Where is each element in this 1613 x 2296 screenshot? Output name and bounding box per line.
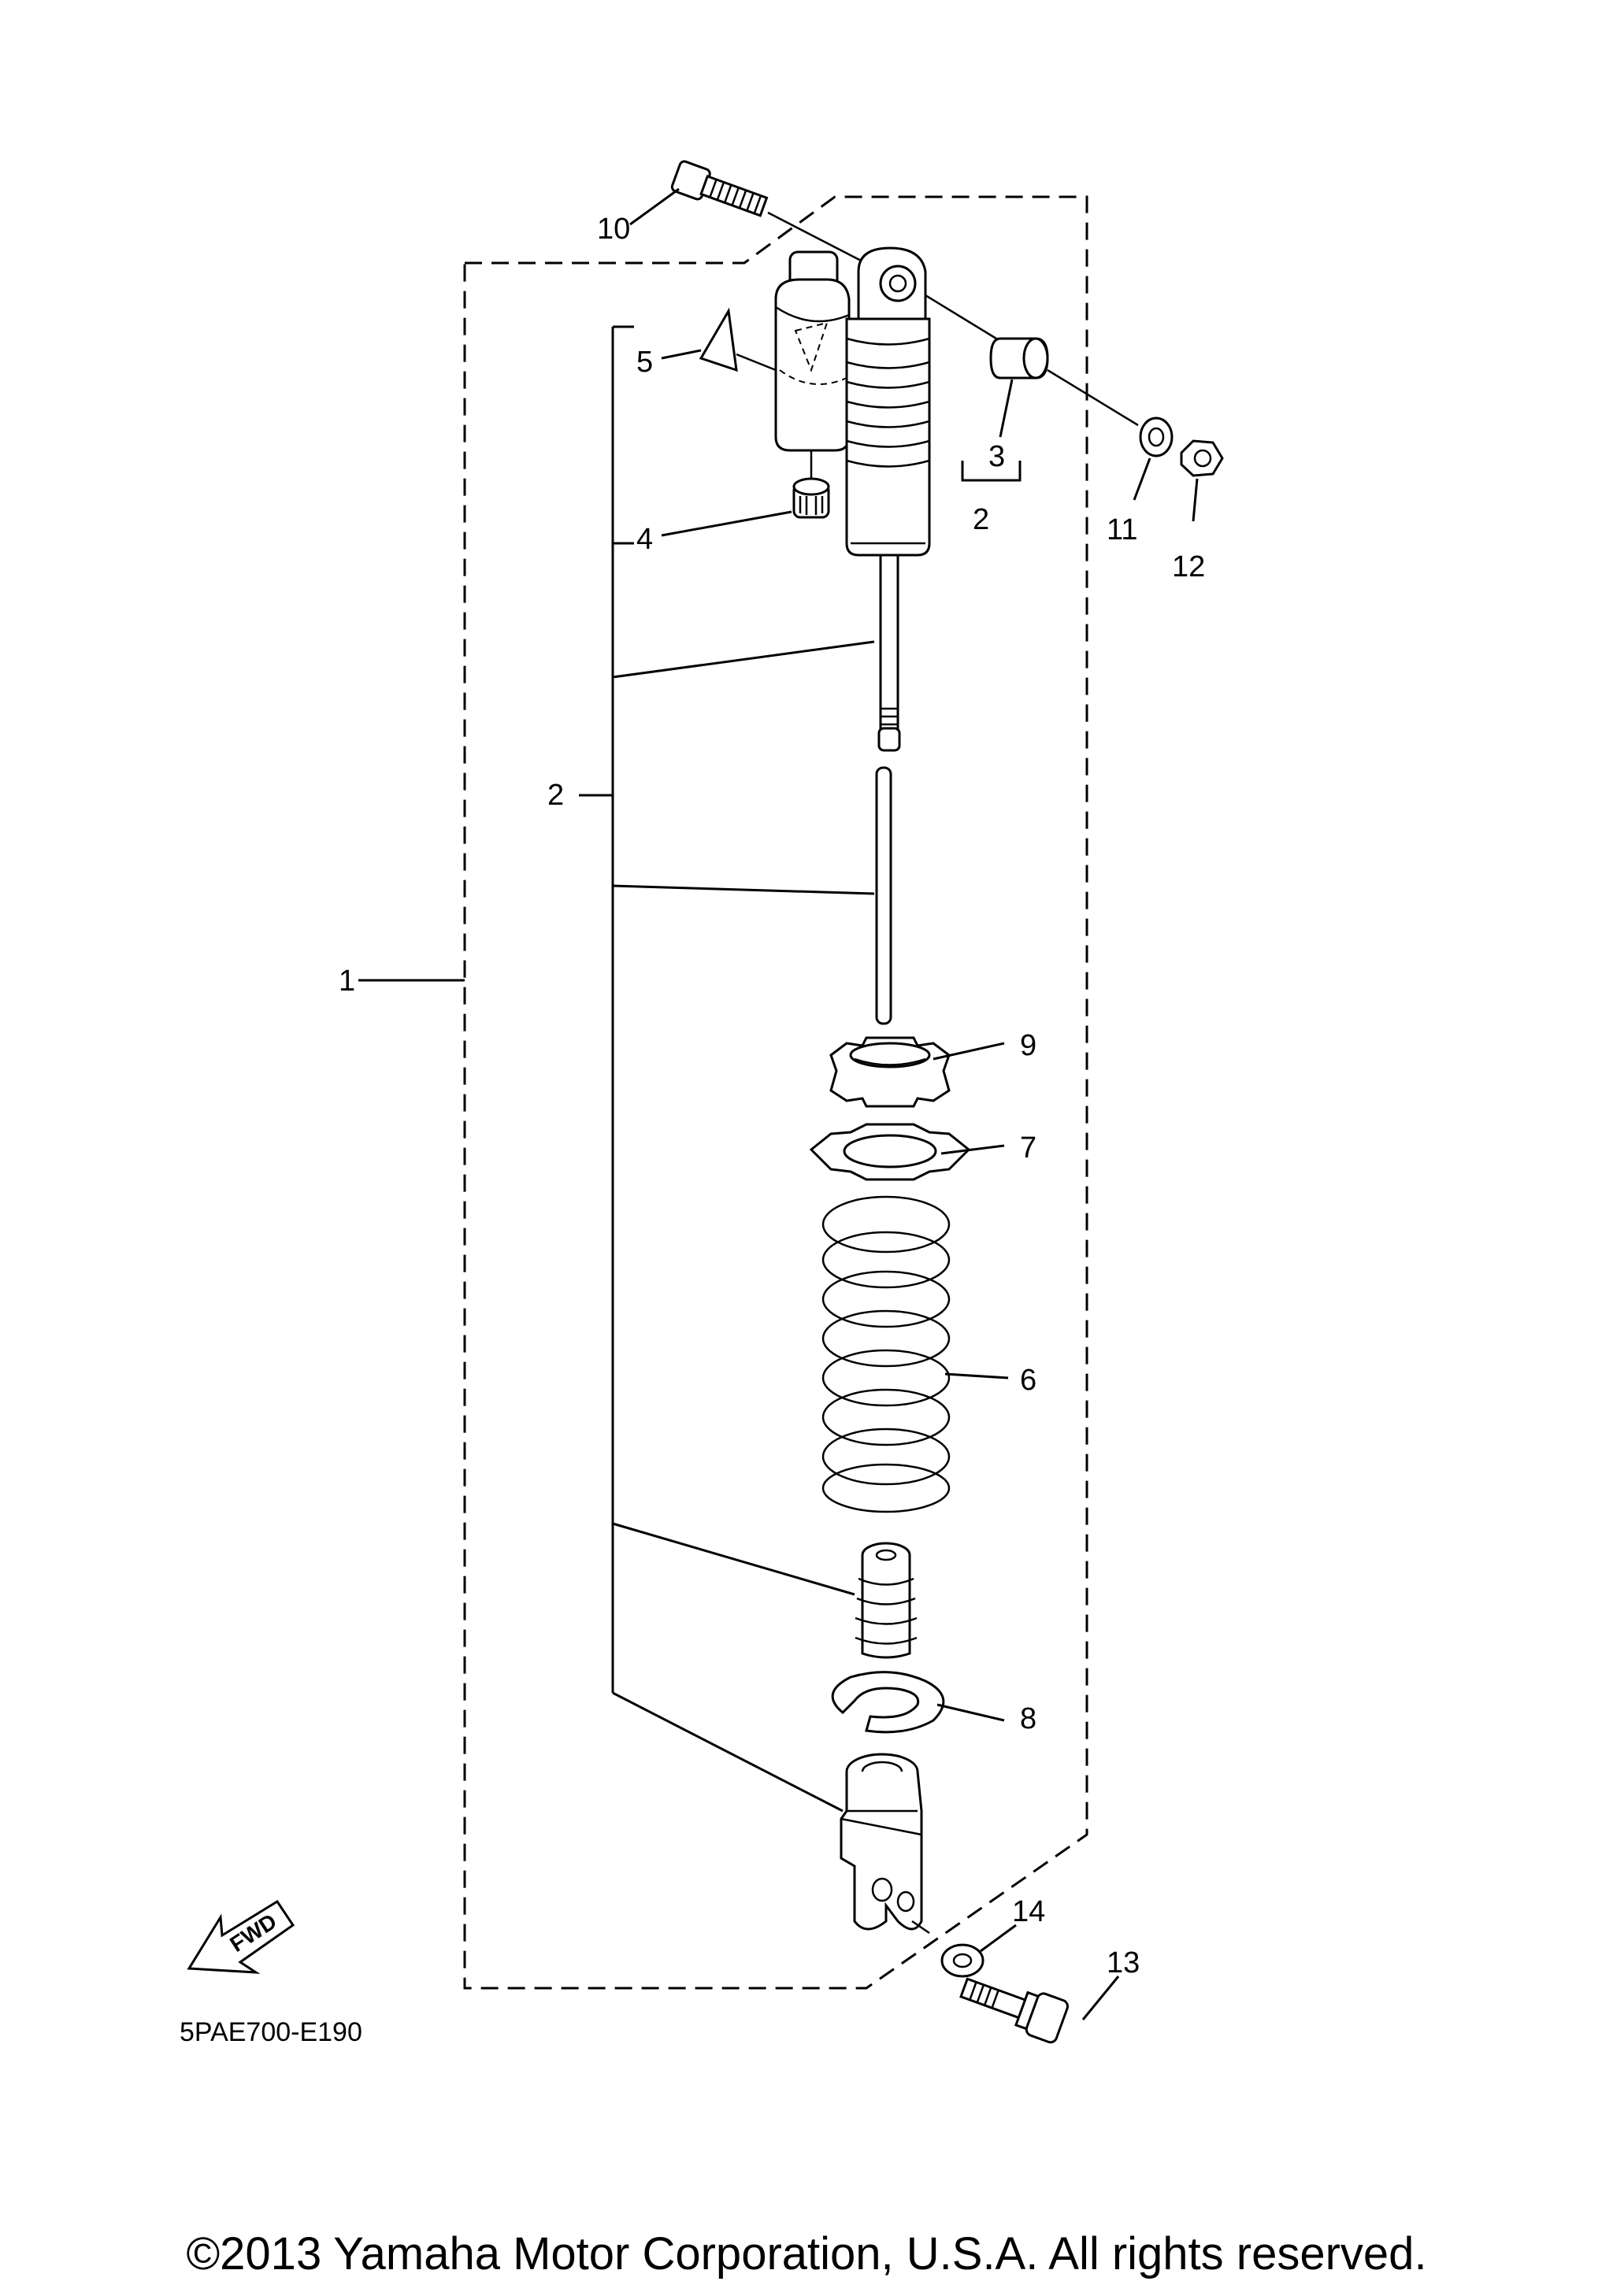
leader-6 — [944, 1372, 1009, 1379]
leader-3 — [999, 379, 1014, 438]
leader-13 — [1081, 1976, 1120, 2020]
spring-6 — [821, 1195, 951, 1513]
callout-14: 14 — [1012, 1895, 1045, 1928]
bracket-2 — [579, 325, 875, 1813]
lock-ring-7 — [809, 1123, 971, 1181]
lower-clevis — [840, 1753, 930, 1935]
callout-3: 3 — [988, 440, 1005, 473]
collar-3 — [925, 294, 1139, 427]
callout-9: 9 — [1020, 1029, 1036, 1062]
callout-10: 10 — [597, 213, 630, 246]
shock-body — [845, 246, 931, 752]
callout-7: 7 — [1020, 1131, 1036, 1165]
callout-8: 8 — [1020, 1702, 1036, 1735]
spring-seat-8 — [831, 1671, 945, 1734]
copyright-notice: ©2013 Yamaha Motor Corporation, U.S.A. A… — [186, 2228, 1426, 2279]
leader-4 — [661, 510, 792, 537]
leader-11 — [1133, 457, 1151, 501]
bolt-10 — [670, 160, 891, 277]
callout-2b: 2 — [973, 503, 989, 536]
callout-5: 5 — [636, 346, 653, 379]
cap-4 — [792, 477, 830, 519]
leader-5 — [661, 349, 702, 360]
callout-11: 11 — [1107, 513, 1137, 546]
adjuster-nut-9 — [829, 1036, 951, 1108]
diagram-code: 5PAE700-E190 — [180, 2017, 362, 2047]
callout-12: 12 — [1172, 550, 1205, 583]
shock-reservoir — [774, 250, 851, 480]
push-rod — [875, 766, 892, 1025]
leader-5b — [736, 353, 777, 372]
fwd-arrow-icon: FWD — [187, 1899, 295, 1974]
nut-12 — [1180, 439, 1224, 477]
leader-8 — [936, 1703, 1005, 1722]
washer-14 — [940, 1943, 984, 1978]
callout-2: 2 — [547, 779, 564, 812]
callout-6: 6 — [1020, 1364, 1036, 1397]
callout-4: 4 — [636, 523, 653, 556]
leader-9 — [933, 1042, 1005, 1061]
bolt-13 — [959, 1977, 1070, 2044]
leader-7 — [940, 1144, 1005, 1155]
callout-1: 1 — [339, 965, 355, 998]
valve-triangle-5 — [699, 307, 738, 372]
leader-12 — [1192, 478, 1199, 522]
leader-14 — [980, 1924, 1017, 1953]
assembly-dashed-outline — [463, 195, 1088, 1990]
bump-stop — [855, 1542, 918, 1659]
bracket-3 — [961, 461, 1022, 482]
washer-11 — [1139, 417, 1174, 457]
callout-13: 13 — [1107, 1946, 1140, 1979]
leader-10 — [629, 187, 680, 226]
